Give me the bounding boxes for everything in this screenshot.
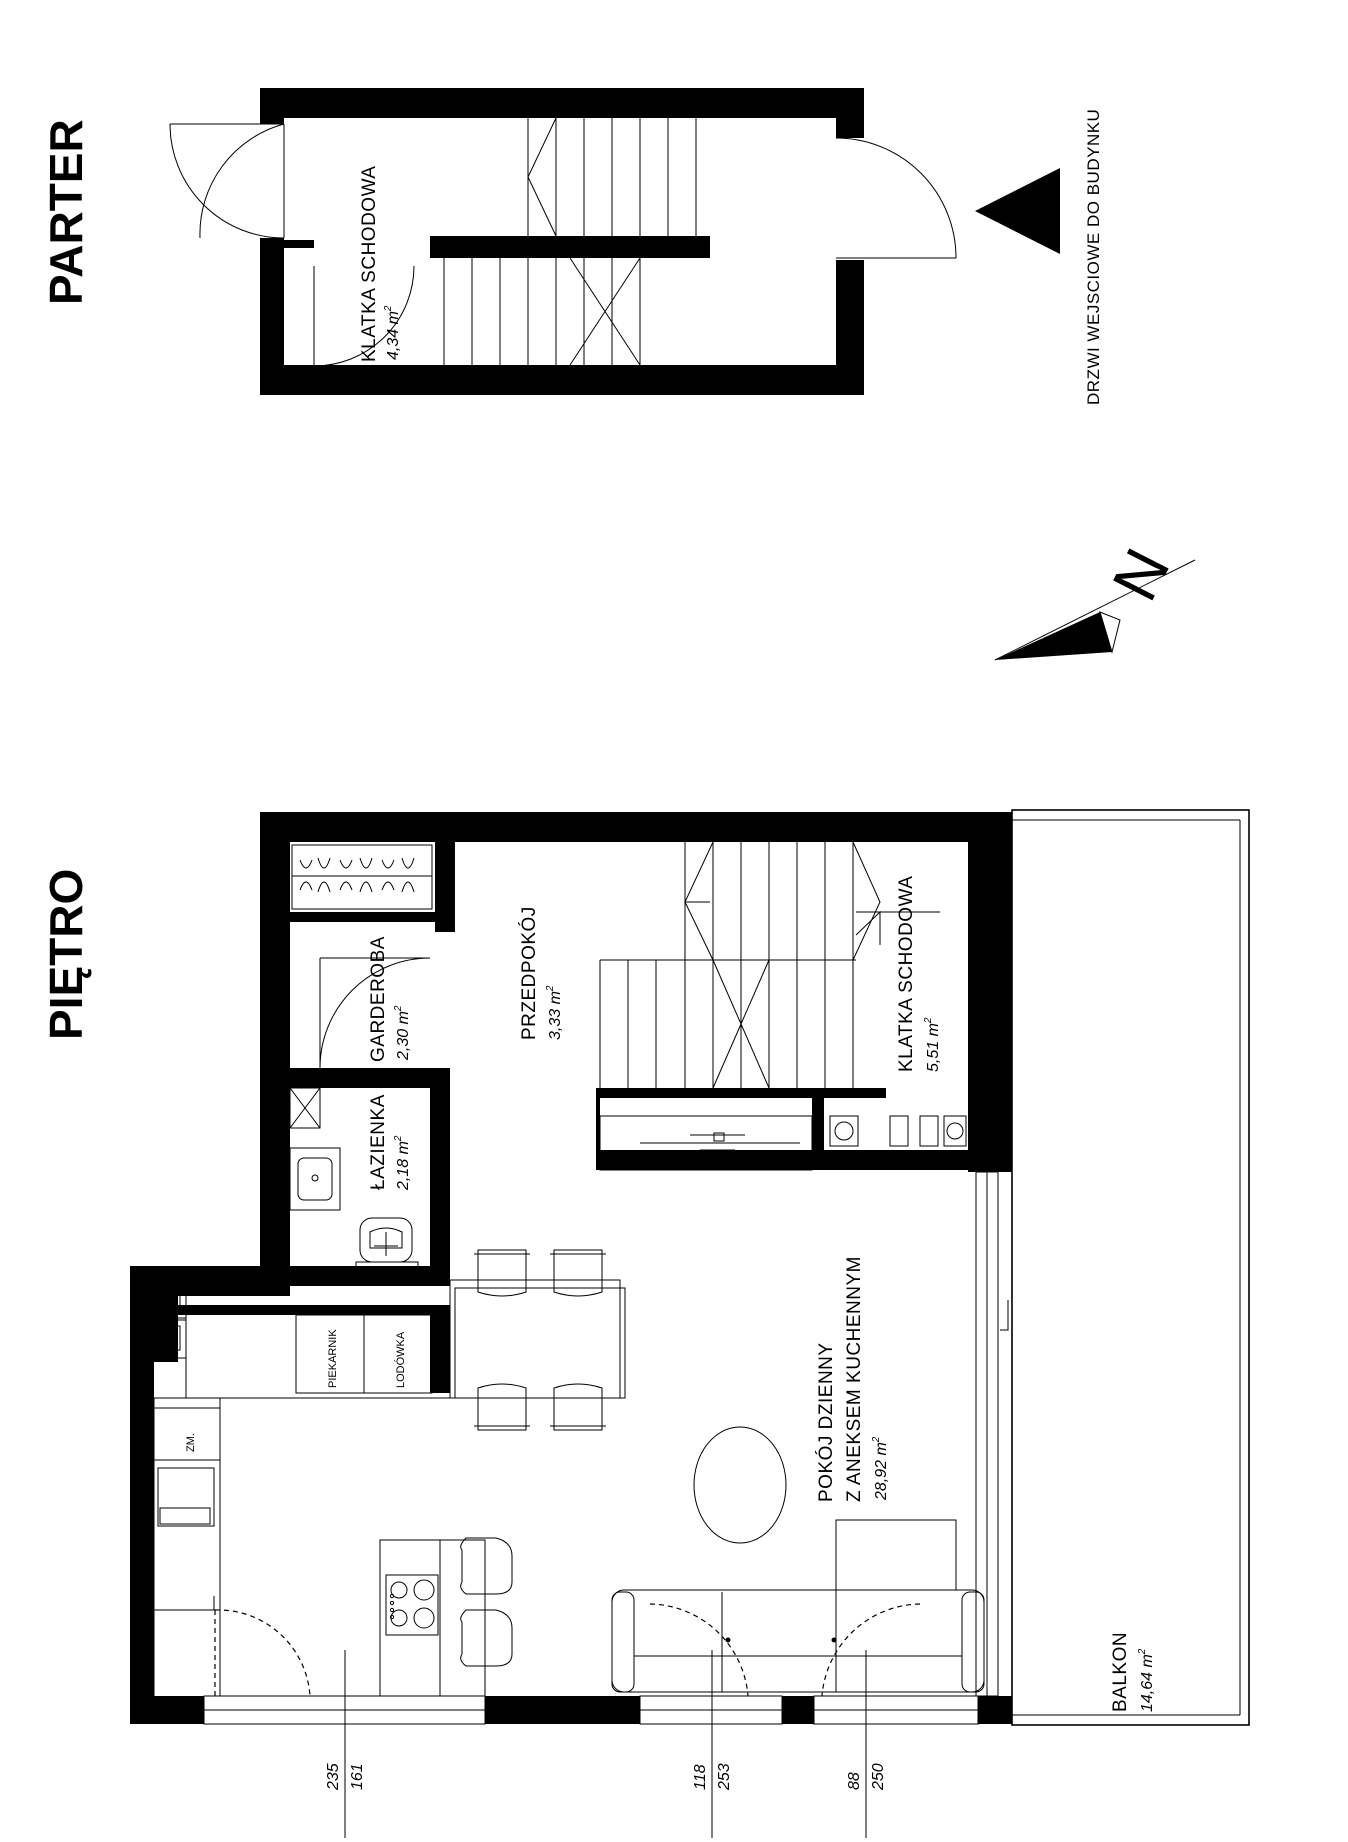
stairs-first [599,841,940,1089]
entrance-label: DRZWI WEJSCIOWE DO BUDYNKU [1084,109,1103,405]
kitchen-cabinets [153,1279,621,1697]
dim-2-top: 118 [692,1764,709,1790]
round-rug [693,1426,787,1544]
tv-unit [599,1115,813,1171]
room-label-pokoj-line2: Z ANEKSEM KUCHENNYM [844,1256,865,1502]
dim-1-top: 235 [325,1763,342,1791]
sofa [611,1519,985,1693]
room-label-pokoj-line1: POKÓJ DZIENNY [815,1342,837,1502]
appliance-label-lodowka: LODÓWKA [394,1331,407,1388]
dining-set [454,1249,626,1431]
room-area-pokoj: 28,92 m2 [871,1436,890,1501]
room-label-klatka-parter: KLATKA SCHODOWA [359,166,380,362]
bar-stools [460,1537,513,1667]
room-label-lazienka: ŁAZIENKA [368,1094,389,1190]
room-area-balkon: 14,64 m2 [1137,1648,1156,1712]
dim-3-top: 88 [846,1772,863,1790]
dim-3-bottom: 250 [870,1763,887,1791]
level-title-ground: PARTER [40,119,92,305]
room-area-garderoba: 2,30 m2 [393,1005,412,1061]
north-arrow-icon: N [994,537,1196,661]
north-label: N [1098,537,1183,611]
bathroom-fixtures [289,1087,419,1269]
room-label-balkon: BALKON [1110,1632,1131,1712]
room-area-przedpokoj: 3,33 m2 [545,985,564,1040]
dim-1-bottom: 161 [349,1763,366,1790]
appliance-row [829,1115,967,1147]
dim-2-bottom: 253 [716,1763,733,1791]
entrance-arrow-icon [975,168,1060,254]
appliance-label-piekarnik: PIEKARNIK [327,1329,339,1388]
wardrobe-rail [291,844,433,910]
room-label-garderoba: GARDEROBA [368,936,389,1062]
room-area-lazienka: 2,18 m2 [393,1135,412,1191]
room-label-klatka-pietro: KLATKA SCHODOWA [896,876,917,1072]
appliance-label-zmywarka: ZM. [185,1433,197,1452]
room-label-przedpokoj: PRZEDPOKÓJ [518,906,540,1040]
room-area-klatka-pietro: 5,51 m2 [923,1017,942,1072]
ground-floor-plan: KLATKA SCHODOWA 4,34 m2 DRZWI WEJSCIOWE … [169,88,1103,405]
first-floor-plan: PIEKARNIK LODÓWKA ZM. GARDEROBA 2,30 m2 … [130,809,1250,1726]
level-title-first: PIĘTRO [40,869,92,1040]
room-area-klatka-parter: 4,34 m2 [383,305,402,360]
dimension-lines: 235 161 118 253 88 250 [325,1650,887,1838]
